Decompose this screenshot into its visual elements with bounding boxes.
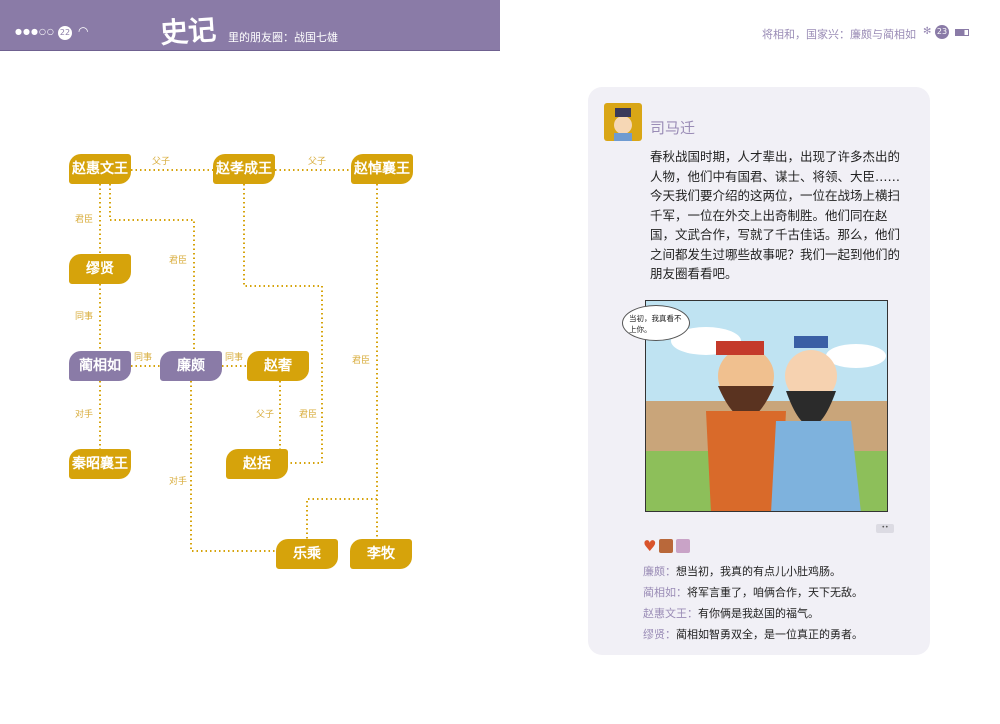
speech-bubble: 当初，我真看不上你。 bbox=[622, 305, 690, 341]
relation-label: 君臣 bbox=[299, 410, 318, 420]
comment: 蔺相如：将军言重了，咱俩合作，天下无敌。 bbox=[643, 584, 863, 600]
relation-label: 父子 bbox=[152, 157, 171, 167]
relation-label: 君臣 bbox=[352, 356, 371, 366]
page-number: 23 bbox=[935, 25, 949, 39]
comment: 赵惠文王：有你俩是我赵国的福气。 bbox=[643, 605, 819, 621]
moments-post: 司马迁 春秋战国时期，人才辈出，出现了许多杰出的人物，他们中有国君、谋士、将领、… bbox=[588, 87, 930, 655]
line-zhw-lp bbox=[109, 184, 195, 351]
relation-label: 父子 bbox=[308, 157, 327, 167]
node-zhao-daoxiang: 赵悼襄王 bbox=[351, 154, 413, 184]
comment: 廉颇：想当初，我真的有点儿小肚鸡肠。 bbox=[643, 563, 841, 579]
section-title: 将相和，国家兴：廉颇与蔺相如 bbox=[762, 28, 916, 41]
node-zhao-huiwen: 赵惠文王 bbox=[69, 154, 131, 184]
author-name: 司马迁 bbox=[650, 119, 696, 137]
more-options-button[interactable]: •• bbox=[876, 524, 894, 533]
relation-label: 君臣 bbox=[75, 215, 94, 225]
relation-label: 同事 bbox=[75, 312, 94, 322]
likes-row: ♥ bbox=[643, 537, 691, 555]
liker-avatar bbox=[676, 539, 691, 553]
comment-author: 缪贤： bbox=[643, 628, 676, 641]
comment-text: 有你俩是我赵国的福气。 bbox=[698, 607, 819, 620]
relation-label: 对手 bbox=[75, 410, 94, 420]
chapter-title: 里的朋友圈：战国七雄 bbox=[228, 31, 338, 44]
relation-label: 同事 bbox=[134, 353, 153, 363]
node-lian-po: 廉颇 bbox=[160, 351, 222, 381]
comment-text: 蔺相如智勇双全，是一位真正的勇者。 bbox=[676, 628, 863, 641]
signal-icon: ●●●○○ bbox=[15, 27, 55, 36]
node-zhao-she: 赵奢 bbox=[247, 351, 309, 381]
comment-text: 将军言重了，咱俩合作，天下无敌。 bbox=[687, 586, 863, 599]
relation-label: 同事 bbox=[225, 353, 244, 363]
post-text: 春秋战国时期，人才辈出，出现了许多杰出的人物，他们中有国君、谋士、将领、大臣……… bbox=[650, 149, 901, 281]
node-zhao-kuo: 赵括 bbox=[226, 449, 288, 479]
comment: 缪贤：蔺相如智勇双全，是一位真正的勇者。 bbox=[643, 626, 863, 642]
node-lin-xiangru: 蔺相如 bbox=[69, 351, 131, 381]
bluetooth-icon: ✻ bbox=[923, 26, 932, 37]
comment-text: 想当初，我真的有点儿小肚鸡肠。 bbox=[676, 565, 841, 578]
battery-icon bbox=[955, 29, 969, 36]
relation-label: 君臣 bbox=[169, 256, 188, 266]
node-zhao-xiaocheng: 赵孝成王 bbox=[213, 154, 275, 184]
relation-label: 父子 bbox=[256, 410, 275, 420]
left-page-header: ●●●○○ 22 ◠ 史记 里的朋友圈：战国七雄 bbox=[0, 0, 500, 51]
comment-author: 蔺相如： bbox=[643, 586, 687, 599]
node-le-cheng: 乐乘 bbox=[276, 539, 338, 569]
line-zdx-lc bbox=[306, 498, 377, 539]
line-zxc-zk bbox=[243, 184, 323, 464]
node-li-mu: 李牧 bbox=[350, 539, 412, 569]
liker-avatar bbox=[659, 539, 674, 553]
node-miao-xian: 缪贤 bbox=[69, 254, 131, 284]
node-qin-zhaoxiang: 秦昭襄王 bbox=[69, 449, 131, 479]
relation-label: 对手 bbox=[169, 477, 188, 487]
wifi-icon: ◠ bbox=[78, 24, 89, 38]
author-avatar bbox=[604, 103, 642, 141]
comment-author: 赵惠文王： bbox=[643, 607, 698, 620]
page-number: 22 bbox=[58, 26, 72, 40]
relation-lines bbox=[99, 169, 378, 552]
comic-image bbox=[645, 300, 888, 512]
comment-author: 廉颇： bbox=[643, 565, 676, 578]
heart-icon[interactable]: ♥ bbox=[643, 537, 657, 555]
